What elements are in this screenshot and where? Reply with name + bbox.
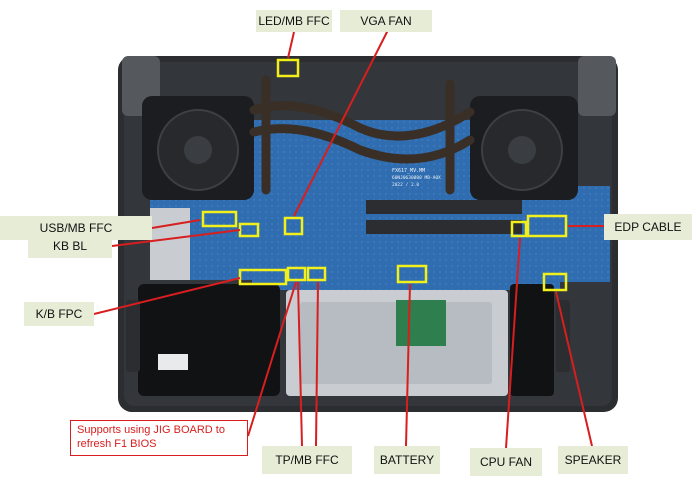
pointer-battery bbox=[405, 283, 411, 447]
speaker-left bbox=[126, 300, 140, 372]
pointer-speaker bbox=[555, 291, 593, 447]
heatpipes bbox=[249, 75, 475, 195]
label-usb-mb-ffc: USB/MB FFC bbox=[0, 216, 152, 240]
pointer-kb-bl bbox=[111, 229, 241, 247]
pointer-tp-mb-ffc-2 bbox=[315, 281, 319, 447]
speaker-right bbox=[556, 300, 570, 372]
right-hinge bbox=[578, 56, 616, 116]
vga-fan bbox=[142, 96, 254, 200]
highlight-usb-mb-ffc bbox=[201, 210, 238, 228]
label-kb-bl: KB BL bbox=[28, 234, 112, 258]
label-cpu-fan: CPU FAN bbox=[470, 448, 542, 476]
pointer-kb-fpc bbox=[93, 277, 241, 315]
pointer-jig-note bbox=[247, 281, 297, 437]
touchpad-bracket bbox=[286, 290, 508, 396]
ram-slot-1 bbox=[366, 200, 522, 214]
highlight-tp-mb-ffc-2 bbox=[306, 266, 327, 282]
label-battery: BATTERY bbox=[374, 446, 440, 474]
highlight-kb-fpc bbox=[238, 268, 288, 286]
label-kb-fpc: K/B FPC bbox=[24, 302, 94, 326]
highlight-edp-cable bbox=[526, 214, 568, 238]
board-part-text: 60NJ0630000 MB-A0X bbox=[392, 175, 441, 181]
label-led-mb-ffc: LED/MB FFC bbox=[256, 10, 332, 32]
pointer-lines bbox=[93, 29, 604, 449]
highlight-tp-mb-ffc-1 bbox=[286, 266, 307, 282]
highlight-speaker bbox=[542, 272, 568, 292]
pointer-usb-mb-ffc bbox=[151, 219, 201, 229]
pointer-cpu-fan bbox=[505, 237, 521, 449]
pointer-vga-fan bbox=[293, 29, 389, 217]
highlight-cpu-fan bbox=[510, 220, 528, 238]
pointer-tp-mb-ffc-1 bbox=[297, 281, 303, 447]
highlight-battery bbox=[396, 264, 428, 284]
board-model-text: FX617_MV.MM bbox=[392, 168, 425, 174]
jig-board-note: Supports using JIG BOARD to refresh F1 B… bbox=[70, 420, 248, 456]
cpu-fan bbox=[470, 96, 578, 200]
board-rev-text: 2022 / 2.0 bbox=[392, 182, 419, 188]
label-edp-cable: EDP CABLE bbox=[604, 214, 692, 240]
touchpad-green-pcb bbox=[396, 300, 446, 346]
highlight-vga-fan bbox=[283, 216, 304, 236]
label-speaker: SPEAKER bbox=[558, 446, 628, 474]
label-tp-mb-ffc: TP/MB FFC bbox=[262, 446, 352, 474]
label-vga-fan: VGA FAN bbox=[340, 10, 432, 32]
io-bracket bbox=[150, 208, 190, 280]
battery-pack bbox=[126, 284, 570, 396]
battery-sticker bbox=[158, 354, 188, 370]
connector-highlights bbox=[201, 58, 568, 292]
ram-slot-2 bbox=[366, 220, 522, 234]
highlight-led-mb-ffc bbox=[276, 58, 300, 78]
pointer-led-mb-ffc bbox=[287, 31, 295, 59]
